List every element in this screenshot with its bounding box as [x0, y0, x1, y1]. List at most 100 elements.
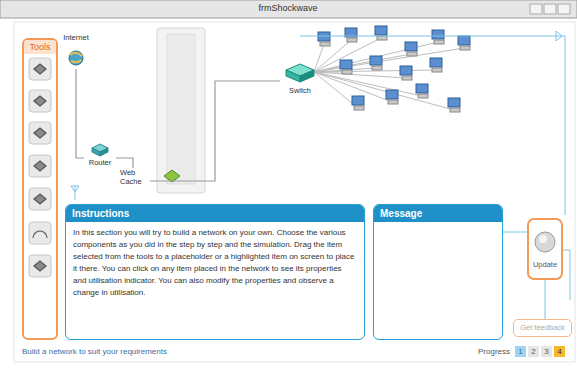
computer-icon [370, 56, 382, 70]
tool-button [29, 188, 51, 210]
keyboard [418, 94, 428, 98]
server-column [167, 34, 195, 184]
computer-icon [318, 32, 330, 46]
tool-button [29, 222, 51, 244]
switch-icon [300, 70, 314, 82]
progress-step: 2 [528, 346, 539, 357]
computer-icon [375, 26, 387, 40]
node-body: In this section you will try to build a … [66, 222, 364, 304]
monitor [405, 42, 417, 51]
tool-icons [29, 58, 51, 277]
node-heading: 1 [515, 346, 526, 357]
knob-shine [539, 235, 547, 243]
progress-step: 4 [554, 346, 565, 357]
network-cable [116, 158, 133, 168]
network-cable [76, 69, 84, 158]
monitor [416, 84, 428, 93]
status-note: Build a network to suit your requirement… [22, 347, 167, 356]
node-heading: Update [529, 260, 561, 269]
keyboard [372, 66, 382, 70]
monitor [432, 30, 444, 39]
keyboard [347, 38, 357, 42]
flow-line [75, 186, 76, 200]
progress-step: 3 [541, 346, 552, 357]
tool-glyph [34, 128, 46, 138]
computer-icon [405, 42, 417, 56]
monitor [458, 36, 470, 45]
cable [314, 72, 454, 110]
flow-arrow [71, 186, 79, 192]
node-heading: 4 [554, 346, 565, 357]
keyboard [320, 42, 330, 46]
computer-icon [416, 84, 428, 98]
cable [314, 72, 422, 96]
node-heading: Message [374, 205, 502, 222]
tool-glyph [34, 161, 46, 171]
update-knob [529, 220, 561, 260]
keyboard [432, 68, 442, 72]
tool-button [29, 58, 51, 80]
computer-icon [448, 98, 460, 112]
flow-arrow [556, 31, 562, 41]
node-heading: Internet [60, 33, 92, 42]
monitor [340, 60, 352, 69]
keyboard [402, 76, 412, 80]
update-button: Update [527, 218, 563, 280]
switch-node: Switch [280, 62, 320, 100]
computer-icon [340, 60, 352, 74]
cable [314, 38, 381, 72]
node-heading: Web Cache [120, 168, 146, 186]
router-icon [92, 148, 100, 156]
computer-icon [430, 58, 442, 72]
message-panel: Message [373, 204, 503, 340]
title-bar [0, 0, 577, 18]
monitor [430, 58, 442, 67]
tool-glyph [34, 96, 46, 106]
globe-land [70, 53, 82, 63]
computer-icon [432, 30, 444, 44]
node-heading: Get feedback [514, 320, 571, 336]
monitor [448, 98, 460, 107]
window-button [530, 4, 542, 14]
monitor [370, 56, 382, 65]
content-frame [14, 22, 575, 362]
cable [314, 48, 464, 72]
node-heading: 3 [541, 346, 552, 357]
node-heading: Router [84, 158, 116, 167]
window-button [544, 4, 556, 14]
keyboard [388, 100, 398, 104]
server-rack [157, 28, 205, 193]
tool-glyph [34, 64, 46, 74]
computer-icon [400, 66, 412, 80]
tool-glyph [33, 231, 47, 238]
tool-button [29, 90, 51, 112]
monitor [352, 96, 364, 105]
internet-node: Internet [60, 33, 92, 69]
keyboard [377, 36, 387, 40]
keyboard [434, 40, 444, 44]
monitor [386, 90, 398, 99]
tool-glyph [34, 261, 46, 271]
node-heading: Instructions [66, 205, 364, 222]
keyboard [407, 52, 417, 56]
network-cable [150, 81, 280, 181]
computer-icon [352, 96, 364, 110]
computer-icon [458, 36, 470, 50]
computers [314, 26, 470, 112]
cable [314, 42, 438, 72]
cache-chip [164, 170, 180, 182]
switch-icon [286, 70, 300, 82]
node-heading: 2 [528, 346, 539, 357]
router-icon [100, 148, 108, 156]
window-title: frmShockwave [258, 3, 317, 13]
instructions-panel: InstructionsIn this section you will try… [65, 204, 365, 340]
keyboard [460, 46, 470, 50]
node-heading: Tools [24, 40, 56, 54]
tools-panel: Tools [22, 38, 58, 340]
progress-label: Progress [478, 347, 510, 356]
progress-step: 1 [515, 346, 526, 357]
computer-icon [386, 90, 398, 104]
web-cache-node: Web Cache [116, 168, 150, 194]
